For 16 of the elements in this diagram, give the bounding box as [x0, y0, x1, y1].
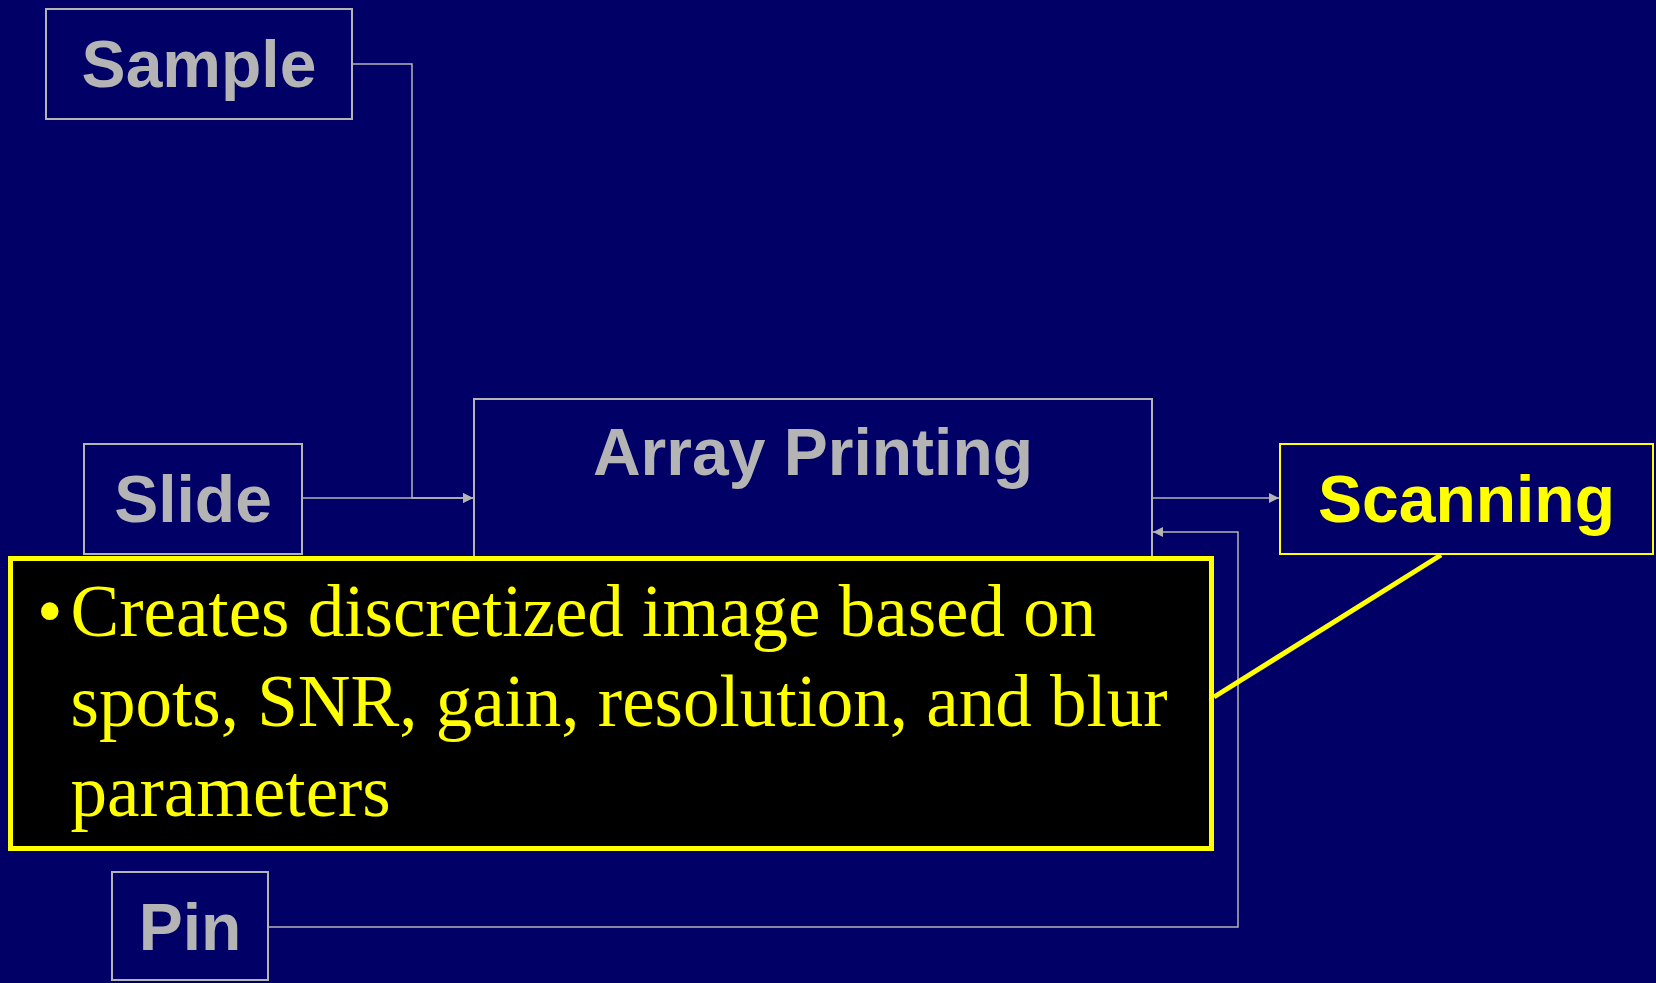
process-box	[83, 443, 303, 555]
bullet-text: Creates discretized image based on spots, SNR, gain, resolution, and blur parameters	[70, 570, 1169, 834]
callout-tooltip	[8, 556, 1214, 851]
bullet-marker: •	[37, 570, 63, 654]
process-box	[111, 871, 269, 981]
box-label: Array Printing	[592, 414, 1034, 491]
box-label: Slide	[114, 461, 272, 538]
arrow	[1152, 493, 1280, 503]
leader-line	[1212, 552, 1443, 700]
box-label: Scanning	[1317, 461, 1615, 538]
box-label: Pin	[138, 889, 242, 966]
arrow	[268, 527, 1239, 928]
process-box	[1279, 443, 1654, 555]
process-box	[45, 8, 353, 120]
box-label: Sample	[81, 26, 317, 103]
arrow	[302, 493, 474, 503]
